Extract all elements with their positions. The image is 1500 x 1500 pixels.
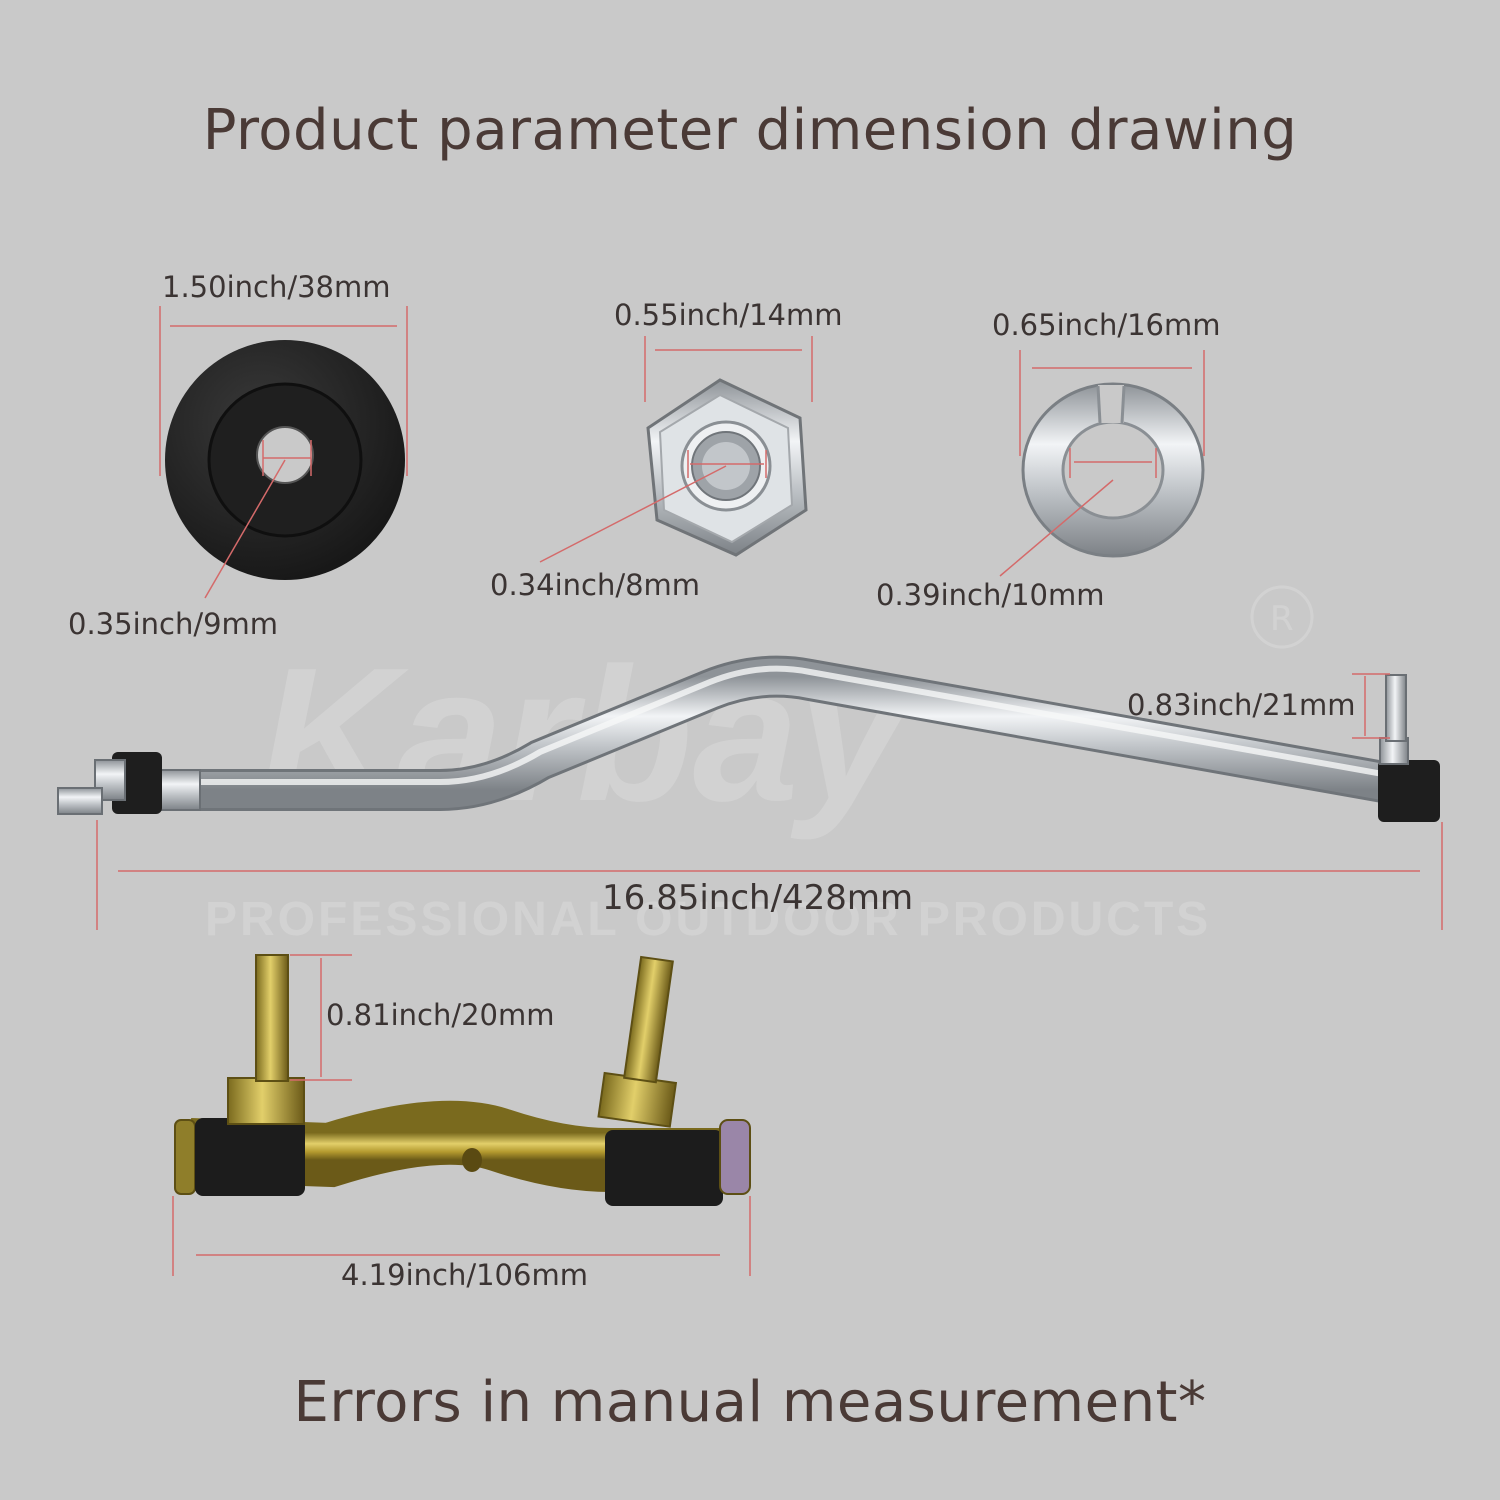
short-gold-rod-image (174, 954, 751, 1206)
nut-thread-diameter-label: 0.34inch/8mm (490, 568, 701, 602)
watermark-tagline-text: PROFESSIONAL OUTDOOR PRODUCTS (205, 893, 1211, 946)
nut-width-label: 0.55inch/14mm (614, 298, 843, 332)
dimension-lines (96, 306, 1443, 1276)
long-rod-stud-length-label: 0.83inch/21mm (1127, 688, 1356, 722)
long-rod-total-length-label: 16.85inch/428mm (602, 878, 914, 918)
short-rod-total-length-label: 4.19inch/106mm (341, 1258, 588, 1292)
lock-washer-image (1021, 382, 1205, 558)
page-title: Product parameter dimension drawing (202, 98, 1298, 163)
bushing-outer-diameter-label: 1.50inch/38mm (162, 270, 391, 304)
short-rod-stud-length-label: 0.81inch/20mm (326, 998, 555, 1032)
registered-mark-icon (1250, 585, 1314, 649)
bushing-inner-diameter-label: 0.35inch/9mm (68, 607, 279, 641)
washer-outer-diameter-label: 0.65inch/16mm (992, 308, 1221, 342)
long-steering-rod-image (57, 655, 1440, 822)
washer-inner-diameter-label: 0.39inch/10mm (876, 578, 1105, 612)
measurement-disclaimer: Errors in manual measurement* (293, 1370, 1207, 1435)
registered-mark-letter: R (1270, 599, 1294, 639)
hex-nut-image (646, 378, 808, 557)
